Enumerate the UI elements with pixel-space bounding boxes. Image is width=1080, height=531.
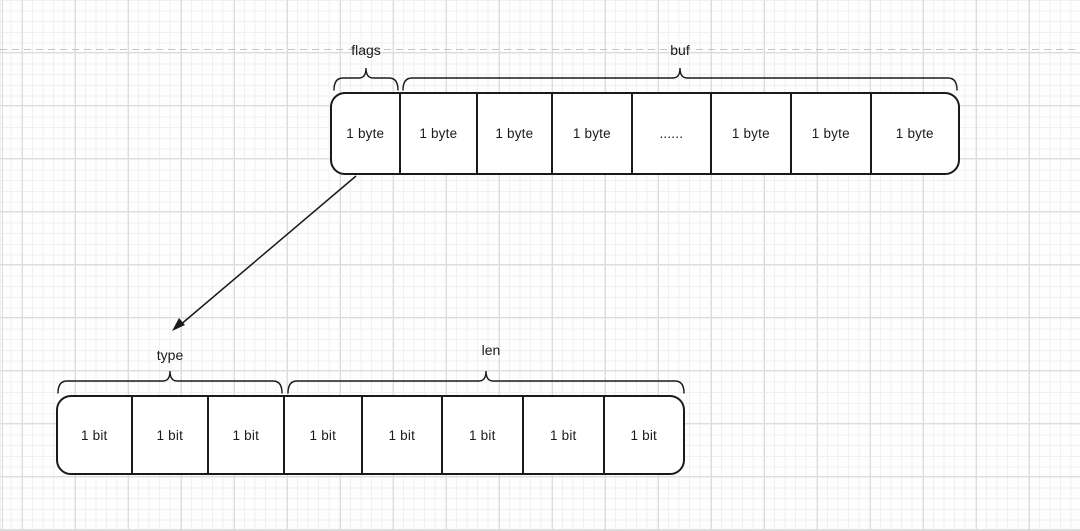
bit-cell: 1 bit: [58, 397, 133, 473]
dashed-guide-line: [0, 49, 1080, 50]
flags-brace: [333, 67, 399, 91]
bit-cell: 1 bit: [133, 397, 210, 473]
byte-cell-ellipsis: ......: [633, 94, 712, 173]
len-brace: [287, 370, 685, 394]
type-brace-label: type: [156, 347, 184, 363]
byte-cell: 1 byte: [401, 94, 479, 173]
bit-cell: 1 bit: [285, 397, 364, 473]
byte-cell: 1 byte: [712, 94, 793, 173]
byte-row-box: 1 byte 1 byte 1 byte 1 byte ...... 1 byt…: [330, 92, 960, 175]
bit-cell: 1 bit: [630, 427, 658, 443]
byte-cell: 1 byte: [553, 94, 634, 173]
byte-cell: 1 byte: [792, 94, 872, 173]
flags-brace-label: flags: [351, 42, 381, 58]
len-brace-label: len: [481, 342, 501, 358]
bit-cell: 1 bit: [209, 397, 285, 473]
bit-cell: 1 bit: [524, 397, 605, 473]
type-brace: [57, 370, 283, 394]
byte-cell-flags: 1 byte: [332, 94, 401, 173]
byte-cell: 1 byte: [895, 126, 934, 141]
byte-cell: 1 byte: [478, 94, 553, 173]
buf-brace: [402, 67, 958, 91]
bit-row-box: 1 bit 1 bit 1 bit 1 bit 1 bit 1 bit 1 bi…: [56, 395, 685, 475]
bit-cell: 1 bit: [443, 397, 525, 473]
buf-brace-label: buf: [670, 42, 690, 58]
bit-cell: 1 bit: [363, 397, 443, 473]
flags-detail-arrow: [172, 175, 357, 331]
